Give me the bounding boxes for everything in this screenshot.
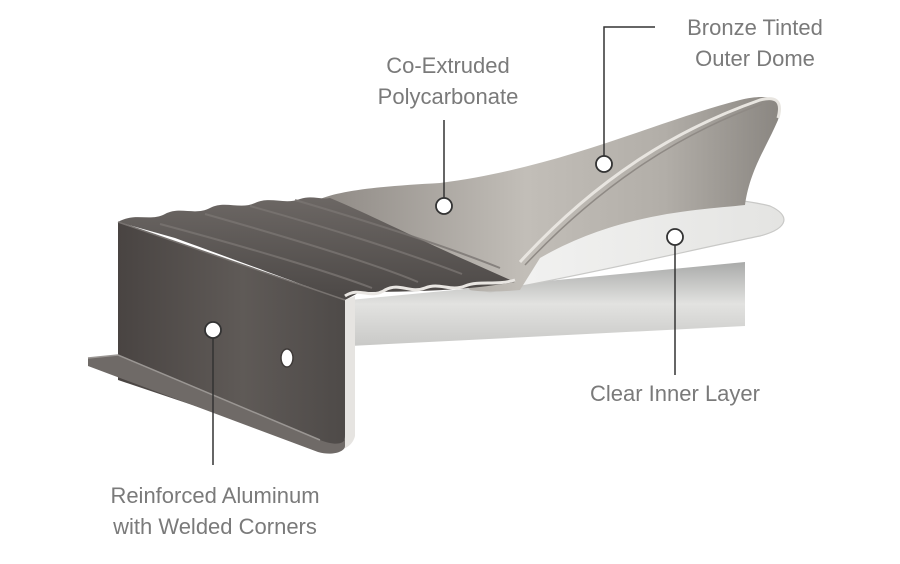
marker-coextruded bbox=[435, 197, 453, 215]
callout-bronze-line2: Outer Dome bbox=[695, 46, 815, 71]
leader-lines bbox=[212, 26, 676, 465]
callout-reinforced-aluminum: Reinforced Aluminum with Welded Corners bbox=[60, 480, 370, 542]
aluminum-bottom-flange bbox=[88, 355, 345, 454]
dome-rim-shadow bbox=[524, 103, 763, 266]
callout-coextruded-line2: Polycarbonate bbox=[377, 84, 519, 109]
callout-clear-line1: Clear Inner Layer bbox=[590, 381, 760, 406]
flange-ribs bbox=[159, 199, 501, 289]
callout-reinforced-line1: Reinforced Aluminum bbox=[110, 483, 320, 508]
ribbed-top-flange bbox=[118, 197, 515, 300]
mounting-hole bbox=[280, 348, 294, 368]
marker-clear bbox=[666, 228, 684, 246]
callout-clear-inner-layer: Clear Inner Layer bbox=[550, 378, 800, 409]
callout-reinforced-line2: with Welded Corners bbox=[113, 514, 317, 539]
callout-markers bbox=[204, 155, 684, 339]
leader-bronze bbox=[603, 26, 655, 164]
marker-reinforced bbox=[204, 321, 222, 339]
dome-edge-highlight bbox=[518, 97, 781, 264]
callout-bronze-tinted-outer-dome: Bronze Tinted Outer Dome bbox=[640, 12, 870, 74]
aluminum-inner-return bbox=[328, 296, 355, 451]
face-top-edge bbox=[117, 221, 346, 301]
bottom-flange-highlight bbox=[87, 354, 321, 441]
callout-bronze-line1: Bronze Tinted bbox=[687, 15, 823, 40]
curb-inner-wall bbox=[350, 262, 745, 346]
polycarbonate-wave-edge bbox=[344, 278, 516, 298]
callout-coextruded-polycarbonate: Co-Extruded Polycarbonate bbox=[338, 50, 558, 112]
callout-coextruded-line1: Co-Extruded bbox=[386, 53, 510, 78]
marker-bronze bbox=[595, 155, 613, 173]
